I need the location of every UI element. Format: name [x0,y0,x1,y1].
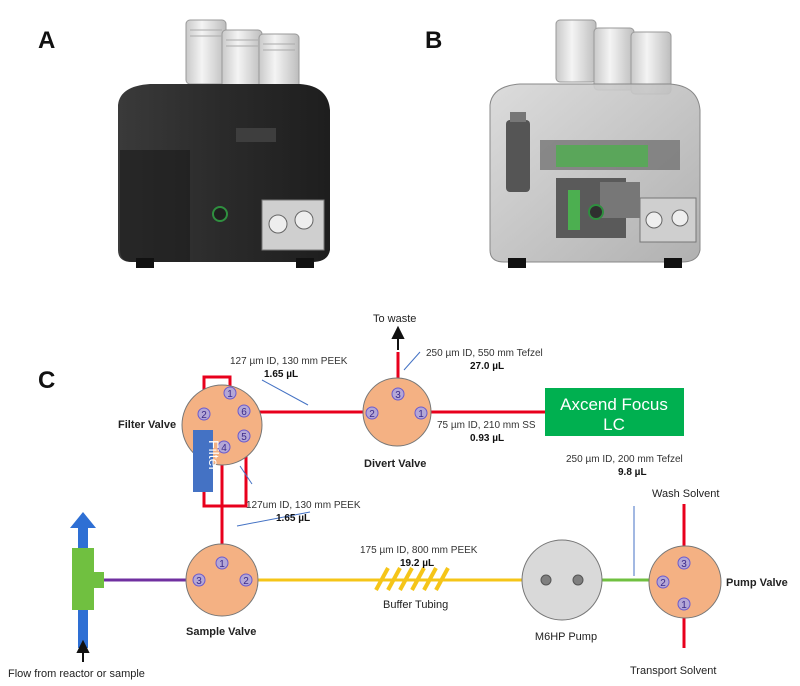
transport-solvent-label: Transport Solvent [630,665,716,677]
mid-peek-volume: 1.65 µL [276,513,310,524]
buffer-peek-volume: 19.2 µL [400,558,434,569]
pump-label: M6HP Pump [535,631,597,643]
coil-icon [374,567,450,591]
black-arrows [76,325,405,662]
top-peek-volume: 1.65 µL [264,369,298,380]
sample-valve[interactable]: 1 2 3 Sample Valve [185,543,259,638]
to-waste-label: To waste [373,313,416,325]
divert-valve-label: Divert Valve [364,458,426,470]
panel-b-label: B [425,27,442,54]
pump-port-1: 1 [681,600,687,611]
panel-c-label: C [38,367,55,394]
sample-valve-label: Sample Valve [186,626,256,638]
arrow-up-icon [70,512,96,528]
sample-port-3: 3 [196,576,202,587]
ss-spec: 75 µm ID, 210 mm SS [437,420,536,431]
filter-port-1: 1 [227,389,233,400]
t-junction-icon [72,548,94,610]
panel-a-label: A [38,27,55,54]
filter-port-5: 5 [241,432,247,443]
pump-port-2: 2 [660,578,666,589]
divert-port-1: 1 [418,409,424,420]
mid-peek-spec: 127um ID, 130 mm PEEK [246,500,361,511]
lc-line-1: Axcend Focus [560,395,668,414]
pump-valve-label: Pump Valve [726,577,788,589]
waste-tefzel-volume: 27.0 µL [470,361,504,372]
pump-port-3: 3 [681,559,687,570]
pump-valve[interactable]: 3 2 1 Pump Valve [648,545,788,619]
buffer-peek-spec: 175 µm ID, 800 mm PEEK [360,545,478,556]
wash-solvent-label: Wash Solvent [652,488,719,500]
buffer-tubing-label: Buffer Tubing [383,599,448,611]
pump-tefzel-spec: 250 µm ID, 200 mm Tefzel [566,454,683,465]
panel-b: B [425,19,701,268]
lc-instrument: Axcend Focus LC [545,388,684,436]
instrument-enclosure-transparent [489,19,701,268]
ss-volume: 0.93 µL [470,433,504,444]
filter-port-2: 2 [201,410,207,421]
panel-c: C [8,313,788,680]
callout-lines [236,351,635,576]
instrument-enclosure-closed [118,19,330,268]
waste-tefzel-spec: 250 µm ID, 550 mm Tefzel [426,348,543,359]
filter-cartridge: Filter [193,430,222,492]
filter-valve-label: Filter Valve [118,419,176,431]
pump-tefzel-volume: 9.8 µL [618,467,647,478]
divert-port-3: 3 [395,390,401,401]
flow-from-label: Flow from reactor or sample [8,668,145,680]
filter-port-4: 4 [221,443,227,454]
panel-a: A [38,19,330,268]
top-peek-spec: 127 µm ID, 130 mm PEEK [230,356,348,367]
lc-line-2: LC [603,415,625,434]
sample-port-1: 1 [219,559,225,570]
divert-valve[interactable]: 3 2 1 Divert Valve [362,377,432,470]
divert-port-2: 2 [369,409,375,420]
filter-port-6: 6 [241,407,247,418]
filter-label: Filter [206,440,222,471]
sample-port-2: 2 [243,576,249,587]
tubing-annotations: 127 µm ID, 130 mm PEEK 1.65 µL 127um ID,… [8,313,719,680]
filter-valve[interactable]: 1 2 3 4 5 6 Filter Valve [118,384,263,466]
m6hp-pump[interactable]: M6HP Pump [521,539,603,643]
flow-line [70,512,104,648]
